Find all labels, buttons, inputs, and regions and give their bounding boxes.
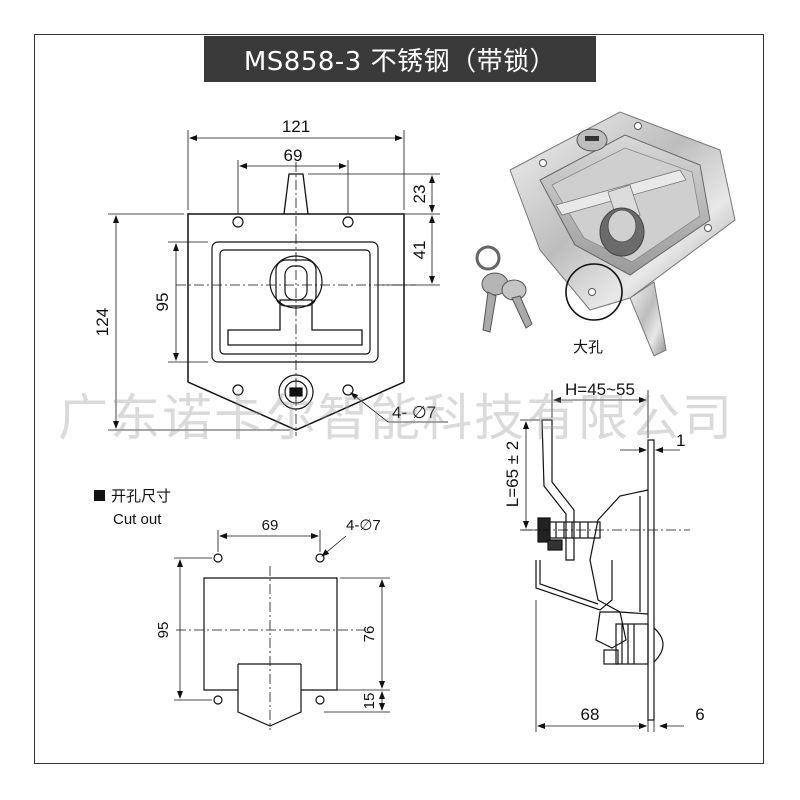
product-photo (475, 111, 736, 357)
dim-height-inner: 95 (153, 293, 172, 312)
cutout-heading-cn: 开孔尺寸 (111, 488, 171, 505)
cutout-heading (94, 490, 105, 501)
product-title: MS858-3 不锈钢（带锁） (204, 36, 596, 82)
dim-height-total: 124 (93, 308, 112, 336)
dim-handle-offset: 41 (410, 241, 429, 260)
cutout-dim-bottom: 15 (361, 693, 378, 710)
callout-label: 大孔 (573, 339, 603, 356)
side-dim-h: H=45~55 (565, 380, 635, 399)
side-dim-thickness: 1 (676, 431, 685, 450)
dim-hole-spec: 4- ∅7 (392, 403, 436, 422)
cutout-dim-holes: 4-∅7 (346, 517, 381, 534)
cutout-dim-inner: 76 (361, 626, 378, 643)
cutout-dim-spacing: 69 (262, 517, 279, 534)
side-view (520, 390, 690, 732)
dim-handle-top: 23 (410, 185, 429, 204)
side-dim-depth: 68 (581, 705, 600, 724)
side-dim-flange: 6 (695, 705, 704, 724)
outer-frame (34, 34, 764, 764)
dim-width-holes: 69 (284, 146, 303, 165)
cutout-dim-height: 95 (155, 622, 172, 639)
front-view (108, 130, 448, 436)
keys-icon (475, 245, 533, 333)
cutout-heading-en: Cut out (113, 511, 162, 528)
cutout-view (174, 530, 390, 730)
side-dim-l: L=65 ± 2 (503, 441, 522, 508)
dim-width-total: 121 (282, 117, 310, 136)
